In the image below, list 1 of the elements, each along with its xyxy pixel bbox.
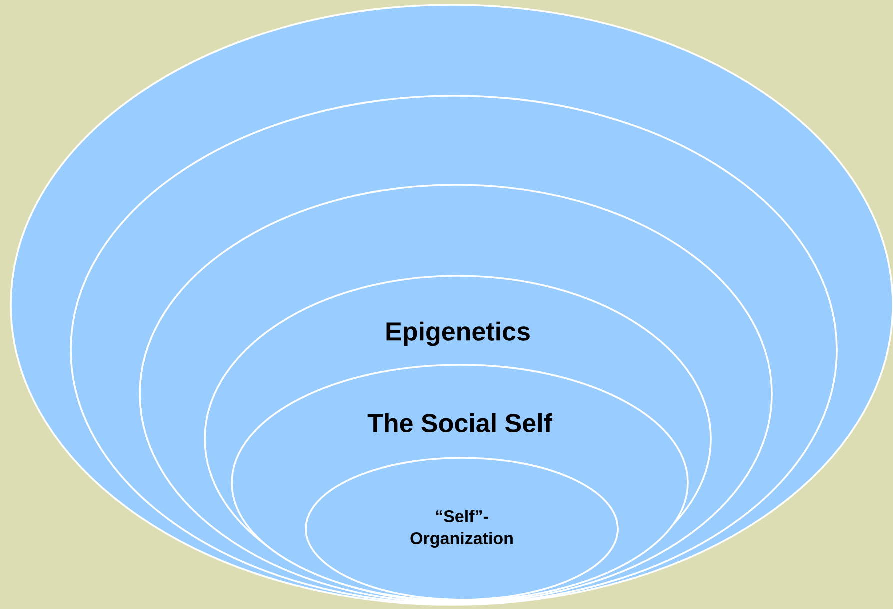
node-label: The Social Self <box>368 413 553 433</box>
